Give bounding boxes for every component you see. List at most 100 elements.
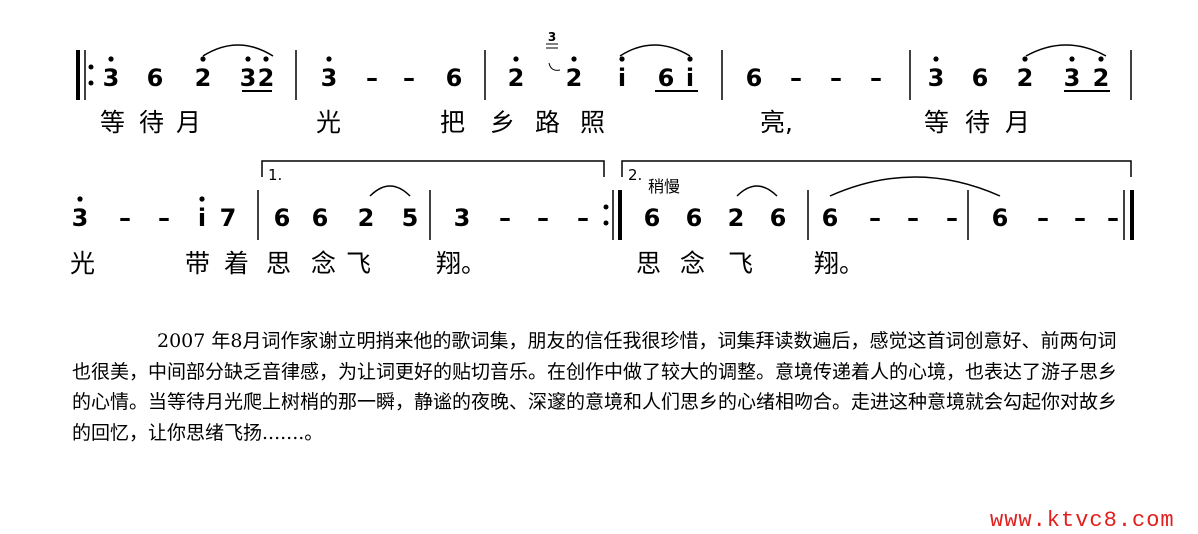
note-digit: 2: [1093, 64, 1110, 92]
octave-dot: [619, 56, 625, 62]
lyric-char: 翔。: [436, 249, 486, 278]
note-digit: 2: [508, 64, 525, 92]
lyric-char: 亮,: [760, 108, 793, 137]
lyric-char: 念: [311, 249, 336, 278]
octave-dot: [1022, 56, 1028, 62]
repeat-dot: [603, 204, 609, 210]
lyric-char: 飞: [346, 249, 371, 278]
octave-dot: [1098, 56, 1104, 62]
octave-dot: [1069, 56, 1075, 62]
site-watermark: www.ktvc8.com: [990, 508, 1175, 533]
dash-mark: –: [869, 204, 881, 232]
lyric-char: 待: [965, 108, 990, 137]
note-digit: 2: [358, 204, 375, 232]
note-digit: i: [618, 64, 626, 92]
row2-repeat-dots: [603, 204, 609, 226]
repeat-dot: [603, 220, 609, 226]
dash-mark: –: [403, 64, 415, 92]
note-digit: 7: [220, 204, 237, 232]
lyric-char: 思: [636, 249, 661, 278]
row2-structure: [257, 160, 1134, 240]
note-digit: i: [686, 64, 694, 92]
lyric-char: 飞: [728, 249, 753, 278]
lyric-char: 光: [316, 108, 341, 137]
note-digit: 3: [240, 64, 257, 92]
note-digit: 2: [195, 64, 212, 92]
volta-2-label: 2.: [628, 166, 642, 184]
slur: [619, 44, 691, 57]
volta-bracket-1: [261, 160, 605, 177]
octave-dot: [263, 56, 269, 62]
lyric-char: 着: [224, 249, 249, 278]
slur: [369, 185, 411, 197]
octave-dot: [108, 56, 114, 62]
octave-dot: [326, 56, 332, 62]
lyrics-layer: 等待月光把乡路照亮,等待月光带着思念飞翔。思念飞翔。: [70, 108, 1030, 278]
slur: [1025, 44, 1107, 57]
dash-mark: –: [946, 204, 958, 232]
lyric-char: 翔。: [814, 249, 864, 278]
note-digit: 3: [321, 64, 338, 92]
note-digit: 6: [746, 64, 763, 92]
row1-structure: [76, 43, 1132, 100]
note-digit: 6: [822, 204, 839, 232]
lyric-char: 光: [70, 249, 95, 278]
note-digit: 2: [258, 64, 275, 92]
lyric-char: 月: [176, 108, 201, 137]
dash-mark: –: [577, 204, 589, 232]
note-digit: 2: [728, 204, 745, 232]
tie: [829, 176, 1001, 197]
slur: [202, 44, 274, 57]
dash-mark: –: [537, 204, 549, 232]
lyric-char: 乡: [490, 108, 515, 137]
dash-mark: –: [499, 204, 511, 232]
dash-mark: –: [119, 204, 131, 232]
dash-mark: –: [790, 64, 802, 92]
note-digit: 3: [928, 64, 945, 92]
note-digit: 3: [72, 204, 89, 232]
dash-mark: –: [830, 64, 842, 92]
tempo-mark: 稍慢: [648, 177, 680, 196]
dash-mark: –: [1107, 204, 1119, 232]
lyric-char: 等: [924, 108, 949, 137]
octave-dot: [933, 56, 939, 62]
note-digit: 6: [446, 64, 463, 92]
lyric-char: 念: [680, 249, 705, 278]
note-digit: 3: [103, 64, 120, 92]
lyric-char: 照: [580, 108, 605, 137]
octave-dot: [687, 56, 693, 62]
note-digit: 6: [644, 204, 661, 232]
slur: [736, 185, 778, 197]
note-digit: 6: [770, 204, 787, 232]
note-digit: i: [198, 204, 206, 232]
note-digit: 6: [686, 204, 703, 232]
dash-mark: –: [366, 64, 378, 92]
note-digit: 3: [454, 204, 471, 232]
dash-mark: –: [1074, 204, 1086, 232]
octave-dot: [200, 56, 206, 62]
octave-dot: [571, 56, 577, 62]
note-digit: 6: [658, 64, 675, 92]
note-digit: 6: [992, 204, 1009, 232]
octave-dot: [513, 56, 519, 62]
dash-mark: –: [907, 204, 919, 232]
lyric-char: 待: [139, 108, 164, 137]
description-paragraph: 2007 年8月词作家谢立明捎来他的歌词集，朋友的信任我很珍惜，词集拜读数遍后，…: [72, 326, 1132, 448]
volta-1-label: 1.: [268, 166, 282, 184]
repeat-dot: [88, 80, 94, 86]
volta-bracket-2: [621, 160, 1132, 177]
note-digit: 2: [566, 64, 583, 92]
grace-note: 3: [548, 30, 556, 44]
octave-dot: [77, 196, 83, 202]
dash-mark: –: [1037, 204, 1049, 232]
lyric-char: 把: [440, 108, 465, 137]
note-digit: 3: [1064, 64, 1081, 92]
row1-repeat-dots: [88, 64, 94, 86]
lyric-char: 路: [535, 108, 560, 137]
dash-mark: –: [870, 64, 882, 92]
note-digit: 6: [147, 64, 164, 92]
note-digit: 6: [312, 204, 329, 232]
grace-link: [548, 62, 561, 71]
